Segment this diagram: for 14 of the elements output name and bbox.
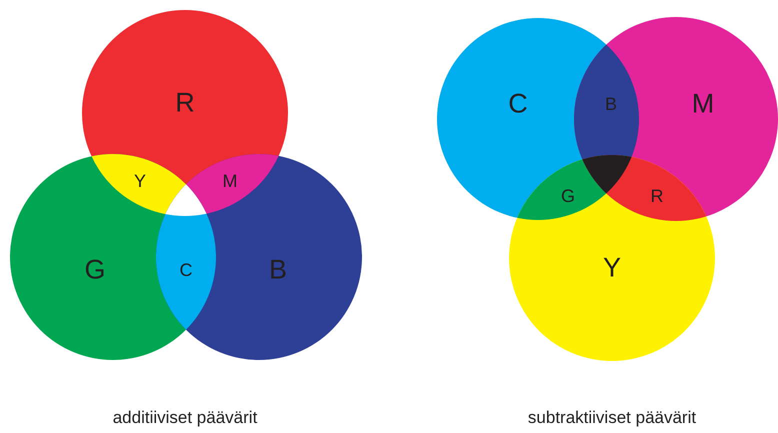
color-letter: G (561, 187, 575, 205)
color-letter: B (269, 256, 287, 284)
diagram-caption: subtraktiiviset päävärit (528, 408, 696, 428)
color-letter: Y (134, 172, 146, 190)
color-letter: B (605, 95, 617, 113)
color-letter: R (175, 90, 195, 116)
color-letter: R (650, 187, 664, 205)
color-letter: M (222, 172, 238, 190)
diagram-caption: additiiviset päävärit (112, 408, 258, 428)
color-letter: C (180, 261, 192, 279)
color-letter: Y (603, 254, 621, 282)
color-letter: C (508, 90, 528, 118)
color-letter: M (692, 90, 714, 118)
color-letter: G (84, 256, 106, 284)
